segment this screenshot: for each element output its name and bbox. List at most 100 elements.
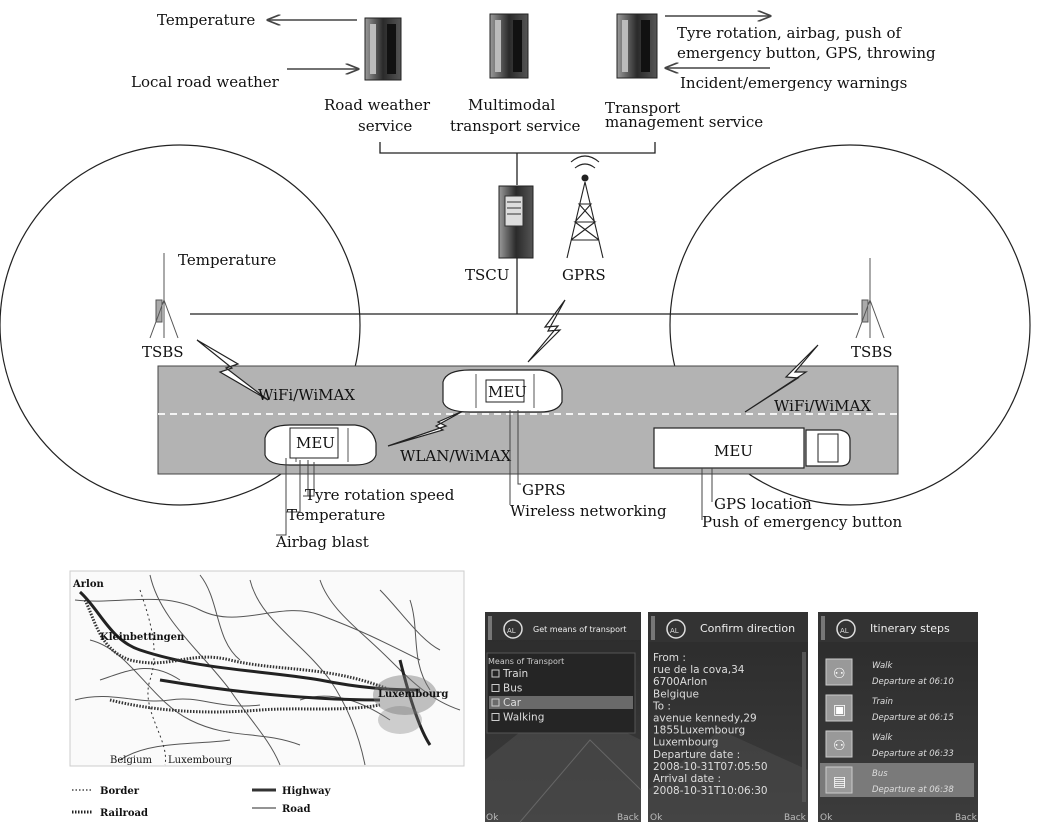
bus-icon	[825, 766, 853, 794]
legend-highway-label: Highway	[282, 786, 332, 797]
services-bracket	[379, 142, 656, 185]
sensor-leaders	[276, 410, 713, 536]
wlan-label: WLAN/WiMAX	[400, 447, 512, 465]
checkbox-icon[interactable]	[491, 698, 500, 707]
phone3-title: Itinerary steps	[870, 622, 950, 635]
phone2-line: rue de la cova,34	[653, 664, 745, 676]
tyre-data-label-2: emergency button, GPS, throwing	[677, 44, 936, 62]
temperature-sensor-label: Temperature	[178, 251, 276, 269]
phone2-line: 2008-10-31T07:05:50	[653, 761, 768, 773]
map-kleinbettingen-label: Kleinbettingen	[100, 632, 185, 643]
wifi-left-lightning-icon	[196, 339, 269, 401]
tyre-speed-label: Tyre rotation speed	[305, 486, 455, 504]
temperature-label: Temperature	[287, 506, 385, 524]
phone2-scrollbar[interactable]	[802, 652, 806, 802]
phone1-logo-icon: AL	[507, 627, 516, 635]
phone2-line: 1855Luxembourg	[653, 725, 745, 737]
phone2-line: Arrival date :	[653, 773, 721, 785]
train-icon-glyph: ▣	[833, 702, 846, 718]
phone2-line: 2008-10-31T10:06:30	[653, 785, 768, 797]
itinerary-step-time: Departure at 06:38	[872, 785, 954, 795]
phone2-line: 6700Arlon	[653, 676, 707, 688]
phone3-right-softkey[interactable]: Back	[955, 813, 978, 823]
phone1-list-panel	[486, 652, 636, 734]
bus-icon-glyph: ▤	[833, 774, 846, 790]
airbag-label: Airbag blast	[275, 533, 369, 551]
road-weather-label-2: service	[358, 117, 412, 135]
walk-icon	[825, 658, 853, 686]
right-coverage-circle	[669, 144, 1031, 506]
walk-icon-glyph: ⚇	[833, 666, 846, 682]
phone1-option[interactable]: Train	[502, 668, 528, 680]
phone1-option[interactable]: Walking	[503, 712, 544, 724]
tsbs-left-antenna-icon	[149, 253, 179, 339]
walk-icon-glyph: ⚇	[833, 738, 846, 754]
phone2-line: Departure date :	[653, 749, 740, 761]
transport-mgmt-label-1: Transport	[605, 99, 680, 117]
tscu-server-icon	[498, 185, 534, 259]
phone2-line: Belgique	[653, 688, 699, 700]
checkbox-icon[interactable]	[491, 669, 500, 678]
phone3-left-softkey[interactable]: Ok	[820, 813, 833, 823]
phone2-right-softkey[interactable]: Back	[784, 813, 807, 823]
tscu-label: TSCU	[465, 266, 509, 284]
phone2-lines: From :rue de la cova,346700ArlonBelgique…	[652, 652, 768, 797]
itinerary-step-mode: Walk	[872, 733, 894, 743]
phone2-logo-icon: AL	[670, 627, 679, 635]
gps-location-label: GPS location	[714, 495, 812, 513]
itinerary-step-mode: Walk	[872, 661, 894, 671]
left-coverage-circle	[0, 144, 361, 506]
map-luxembourg-country-label: Luxembourg	[168, 755, 233, 766]
phone1-right-softkey[interactable]: Back	[617, 813, 640, 823]
checkbox-icon[interactable]	[491, 713, 500, 721]
map-arlon-label: Arlon	[72, 579, 104, 590]
phone3-logo-icon: AL	[840, 627, 849, 635]
road-weather-label-1: Road weather	[324, 96, 431, 114]
transport-mgmt-label-2: management service	[605, 113, 763, 131]
itinerary-step-time: Departure at 06:15	[872, 713, 954, 723]
itinerary-step-time: Departure at 06:10	[872, 677, 954, 687]
checkbox-icon[interactable]	[491, 684, 500, 692]
transport-mgmt-server-icon	[616, 13, 658, 79]
multimodal-label-2: transport service	[450, 117, 581, 135]
sensor-gprs-label: GPRS	[522, 481, 566, 499]
train-icon	[825, 694, 853, 722]
legend-road-label: Road	[282, 804, 310, 815]
phone1-option[interactable]: Bus	[503, 683, 522, 695]
tyre-data-label-1: Tyre rotation, airbag, push of	[677, 24, 903, 42]
gprs-tower-label: GPRS	[562, 266, 606, 284]
road-weather-server-icon	[364, 17, 402, 81]
center-car-icon	[442, 369, 563, 413]
truck-icon	[653, 427, 851, 469]
phone1-option[interactable]: Car	[503, 697, 522, 709]
tsbs-right-label: TSBS	[851, 343, 893, 361]
route-map	[69, 570, 465, 767]
itinerary-step-mode: Train	[872, 697, 893, 707]
phone2-line: From :	[653, 652, 686, 664]
legend-railroad-label: Railroad	[100, 808, 148, 819]
phone2-line: To :	[652, 700, 671, 712]
itinerary-step-mode: Bus	[872, 769, 888, 779]
phone1-left-softkey[interactable]: Ok	[486, 813, 499, 823]
map-belgium-label: Belgium	[110, 755, 153, 766]
incident-warnings-label: Incident/emergency warnings	[680, 74, 907, 92]
multimodal-server-icon	[489, 13, 529, 79]
phone2-title: Confirm direction	[700, 622, 795, 635]
phone1-title: Get means of transport	[533, 625, 626, 634]
phone1-section-label: Means of Transport	[488, 657, 564, 666]
map-luxembourg-city-label: Luxembourg	[378, 689, 448, 700]
phone2-left-softkey[interactable]: Ok	[650, 813, 663, 823]
phone2-line: avenue kennedy,29	[653, 713, 757, 725]
wifi-left-label: WiFi/WiMAX	[258, 386, 355, 404]
tsbs-left-label: TSBS	[142, 343, 184, 361]
wireless-label: Wireless networking	[510, 502, 667, 520]
itinerary-step-time: Departure at 06:33	[872, 749, 954, 759]
walk-icon	[825, 730, 853, 758]
gprs-lightning-icon	[527, 299, 566, 363]
meu-truck-label: MEU	[714, 442, 753, 460]
